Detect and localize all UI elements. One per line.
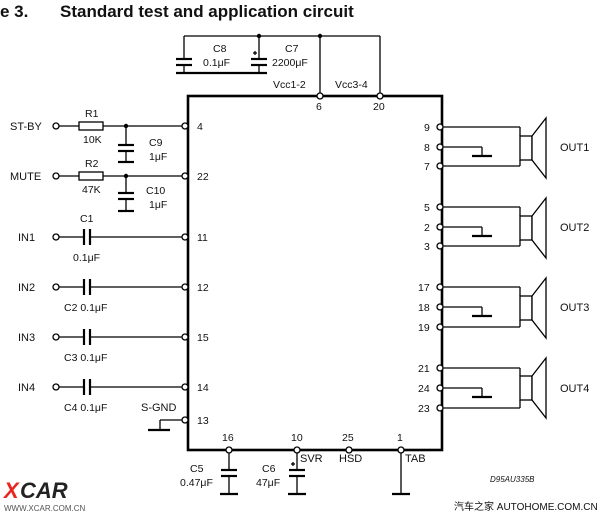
output-stage-3	[436, 276, 547, 340]
input-in2	[52, 279, 189, 295]
xcar-site: WWW.XCAR.COM.CN	[4, 504, 86, 513]
pin-15: 15	[197, 332, 209, 344]
drawing-reference: D95AU335B	[490, 475, 535, 484]
input-in3	[52, 329, 189, 345]
pin-22: 22	[197, 171, 209, 183]
c10-value: 1μF	[149, 199, 167, 211]
out2-label: OUT2	[560, 222, 589, 234]
output-stage-2	[436, 196, 547, 260]
in1-label: IN1	[18, 232, 35, 244]
c8-value: 0.1μF	[203, 57, 230, 69]
pin-10: 10	[291, 432, 303, 444]
c5-value: 0.47μF	[180, 477, 213, 489]
input-in1	[52, 229, 189, 245]
svr-label: SVR	[300, 453, 323, 465]
hsd-label: HSD	[339, 453, 362, 465]
pin-9: 9	[424, 122, 430, 134]
out4-label: OUT4	[560, 383, 589, 395]
c10-label: C10	[146, 185, 165, 197]
pin-5: 5	[424, 202, 430, 214]
c9-value: 1μF	[149, 151, 167, 163]
stby-label: ST-BY	[10, 121, 42, 133]
vcc12-label: Vcc1-2	[273, 79, 306, 91]
pin-14: 14	[197, 382, 209, 394]
pin-11: 11	[197, 232, 208, 244]
xcar-logo: X CAR	[2, 478, 68, 503]
r1-label: R1	[85, 108, 99, 120]
in4-label: IN4	[18, 382, 35, 394]
c1-value: 0.1μF	[73, 252, 100, 264]
xcar-logo-rest: CAR	[20, 478, 68, 503]
c6-value: 47μF	[256, 477, 280, 489]
in2-label: IN2	[18, 282, 35, 294]
standby-network	[52, 121, 189, 164]
pin-20: 20	[373, 101, 385, 113]
xcar-logo-x: X	[2, 478, 20, 503]
r1-value: 10K	[83, 134, 102, 146]
c6-label: C6	[262, 463, 276, 475]
pin-13: 13	[197, 415, 209, 427]
c7-value: 2200μF	[272, 57, 308, 69]
c4-label: C4 0.1μF	[64, 402, 107, 414]
output-stage-1	[436, 116, 547, 180]
autohome-watermark: 汽车之家 AUTOHOME.COM.CN	[454, 500, 598, 513]
c5-label: C5	[190, 463, 204, 475]
vcc34-label: Vcc3-4	[335, 79, 368, 91]
figure-number: e 3.	[0, 2, 28, 21]
pin-8: 8	[424, 142, 430, 154]
pin-25: 25	[342, 432, 354, 444]
out3-label: OUT3	[560, 302, 589, 314]
figure-title: Standard test and application circuit	[60, 2, 354, 21]
c9-label: C9	[149, 137, 163, 149]
c3-label: C3 0.1μF	[64, 352, 107, 364]
c7-label: C7	[285, 43, 299, 55]
bottom-network	[220, 446, 410, 496]
pin-2: 2	[424, 222, 430, 234]
sgnd-label: S-GND	[141, 402, 177, 414]
pin-16: 16	[222, 432, 234, 444]
pin-23: 23	[418, 403, 430, 415]
c8-label: C8	[213, 43, 227, 55]
pin-3: 3	[424, 241, 430, 253]
c1-label: C1	[80, 213, 94, 225]
supply-network	[176, 33, 384, 100]
ic-body	[186, 94, 444, 452]
pin-19: 19	[418, 322, 430, 334]
mute-label: MUTE	[10, 171, 41, 183]
pin-6: 6	[316, 101, 322, 113]
output-stage-4	[436, 356, 547, 420]
mute-network	[52, 171, 189, 213]
out1-label: OUT1	[560, 142, 589, 154]
pin-24: 24	[418, 383, 430, 395]
r2-label: R2	[85, 158, 99, 170]
pin-12: 12	[197, 282, 209, 294]
tab-label: TAB	[405, 453, 426, 465]
pin-17: 17	[418, 282, 430, 294]
in3-label: IN3	[18, 332, 35, 344]
pin-18: 18	[418, 302, 430, 314]
pin-4: 4	[197, 121, 203, 133]
pin-7: 7	[424, 161, 430, 173]
c2-label: C2 0.1μF	[64, 302, 107, 314]
pin-21: 21	[418, 363, 430, 375]
r2-value: 47K	[82, 184, 101, 196]
input-in4	[52, 379, 189, 395]
pin-1: 1	[397, 432, 403, 444]
signal-ground	[148, 416, 189, 432]
